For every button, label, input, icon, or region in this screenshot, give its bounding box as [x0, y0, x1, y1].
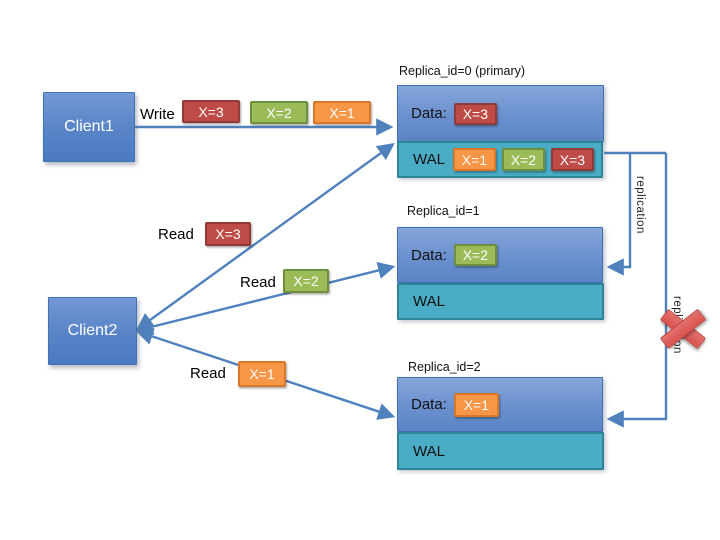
replica2-wal-label: WAL — [413, 442, 445, 460]
replica0-wal-entry-badge: X=3 — [550, 148, 594, 171]
replica1-wal-label: WAL — [413, 293, 445, 310]
replica1-data-label: Data: — [411, 246, 447, 264]
replica0-wal-entry-badge: X=1 — [452, 148, 496, 171]
read-x3-label: Read — [158, 226, 194, 243]
replica1-wal-box: WAL — [397, 283, 604, 320]
red-cross-icon — [658, 304, 707, 352]
client2-box: Client2 — [48, 297, 137, 365]
replication-label-replica1: replication — [634, 176, 646, 234]
read-x3-badge: X=3 — [205, 222, 251, 246]
write-label: Write — [140, 106, 175, 123]
replica1-data-box: Data: X=2 — [397, 227, 603, 283]
replication-arrow-replica1 — [606, 153, 632, 276]
read-x1-badge: X=1 — [238, 361, 286, 387]
replica2-data-box: Data: X=1 — [397, 377, 603, 432]
client2-label: Client2 — [67, 322, 118, 339]
read-x1-label: Read — [190, 365, 226, 382]
replica2-title: Replica_id=2 — [408, 360, 481, 374]
client1-label: Client1 — [64, 118, 114, 135]
replica0-data-box: Data: X=3 — [397, 85, 604, 142]
replica0-wal-box: WAL X=1 X=2 X=3 — [397, 141, 603, 178]
read-x2-label: Read — [240, 274, 276, 291]
replica0-title: Replica_id=0 (primary) — [399, 64, 526, 78]
write-value-badge: X=3 — [182, 100, 240, 123]
replica0-wal-entry-badge: X=2 — [501, 148, 545, 171]
replica1-data-value-badge: X=2 — [453, 244, 497, 266]
replica2-wal-box: WAL — [397, 432, 604, 470]
read-x2-arrow — [135, 261, 396, 336]
write-value-badge: X=2 — [250, 101, 308, 124]
replica2-data-label: Data: — [411, 396, 447, 413]
replica0-data-value-badge: X=3 — [453, 102, 497, 125]
client1-box: Client1 — [43, 92, 135, 162]
replication-arrow-replica2 — [606, 153, 668, 428]
write-value-badge: X=1 — [313, 101, 371, 124]
replica1-title: Replica_id=1 — [407, 204, 480, 218]
replica0-wal-entries: X=1 X=2 X=3 — [452, 148, 594, 171]
replica2-data-value-badge: X=1 — [453, 392, 499, 417]
read-x2-badge: X=2 — [283, 269, 329, 293]
replica0-wal-label: WAL — [413, 151, 445, 168]
replica0-data-label: Data: — [411, 105, 447, 122]
